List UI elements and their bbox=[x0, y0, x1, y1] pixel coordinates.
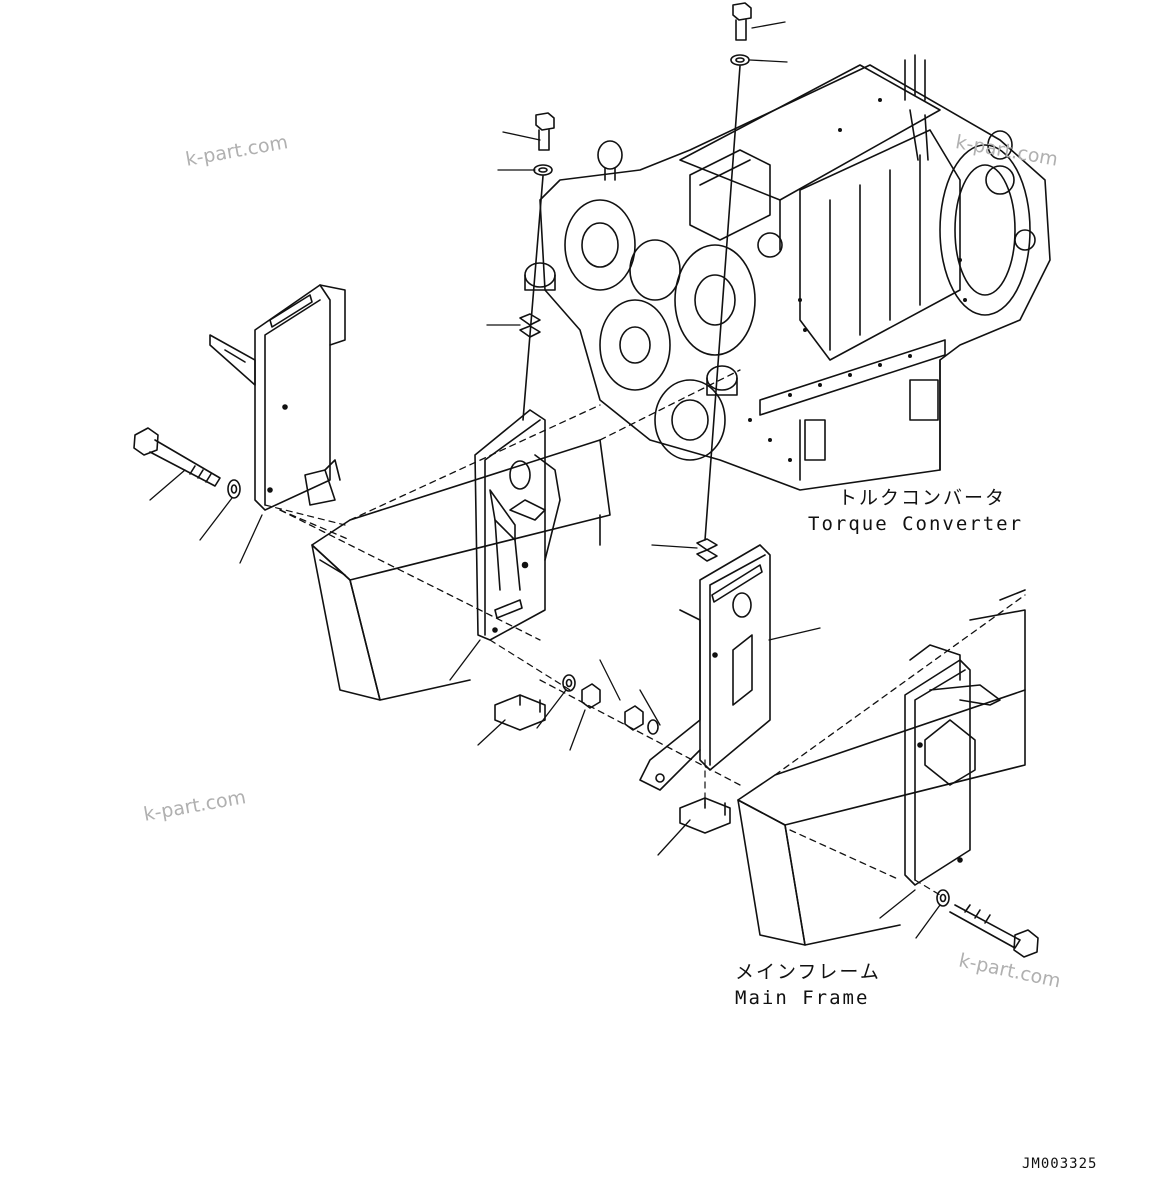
frame-hidden-lines bbox=[279, 369, 1026, 881]
main-frame-beam-left bbox=[311, 439, 611, 701]
spacer-block-right bbox=[679, 797, 731, 834]
torque-converter-assembly bbox=[524, 54, 1051, 491]
nut-center-right bbox=[624, 705, 644, 731]
spacer-block-center bbox=[494, 694, 546, 731]
long-bolt-left bbox=[133, 427, 241, 499]
alignment-lines bbox=[264, 504, 941, 896]
washer-center-right bbox=[647, 719, 659, 735]
long-bolt-right bbox=[936, 889, 1039, 958]
cover-plate-right bbox=[904, 644, 1001, 886]
cover-plate-center bbox=[474, 409, 561, 641]
cover-plate-left bbox=[209, 284, 346, 511]
nut-center bbox=[581, 683, 601, 709]
shim-lower bbox=[696, 538, 718, 562]
torque-converter-label-jp: トルクコンバータ bbox=[838, 487, 1007, 509]
torque-converter-label-en: Torque Converter bbox=[808, 513, 1024, 535]
washer-center bbox=[562, 674, 576, 692]
drawing-code: JM003325 bbox=[1022, 1156, 1098, 1172]
cover-plate-right-center bbox=[639, 544, 771, 791]
main-frame-beam-right bbox=[737, 589, 1026, 946]
leader-lines bbox=[149, 21, 941, 939]
shim-upper bbox=[519, 313, 541, 338]
bolt-top-right bbox=[704, 2, 752, 541]
main-frame-label-jp: メインフレーム bbox=[735, 961, 881, 983]
main-frame-label-en: Main Frame bbox=[735, 987, 870, 1009]
